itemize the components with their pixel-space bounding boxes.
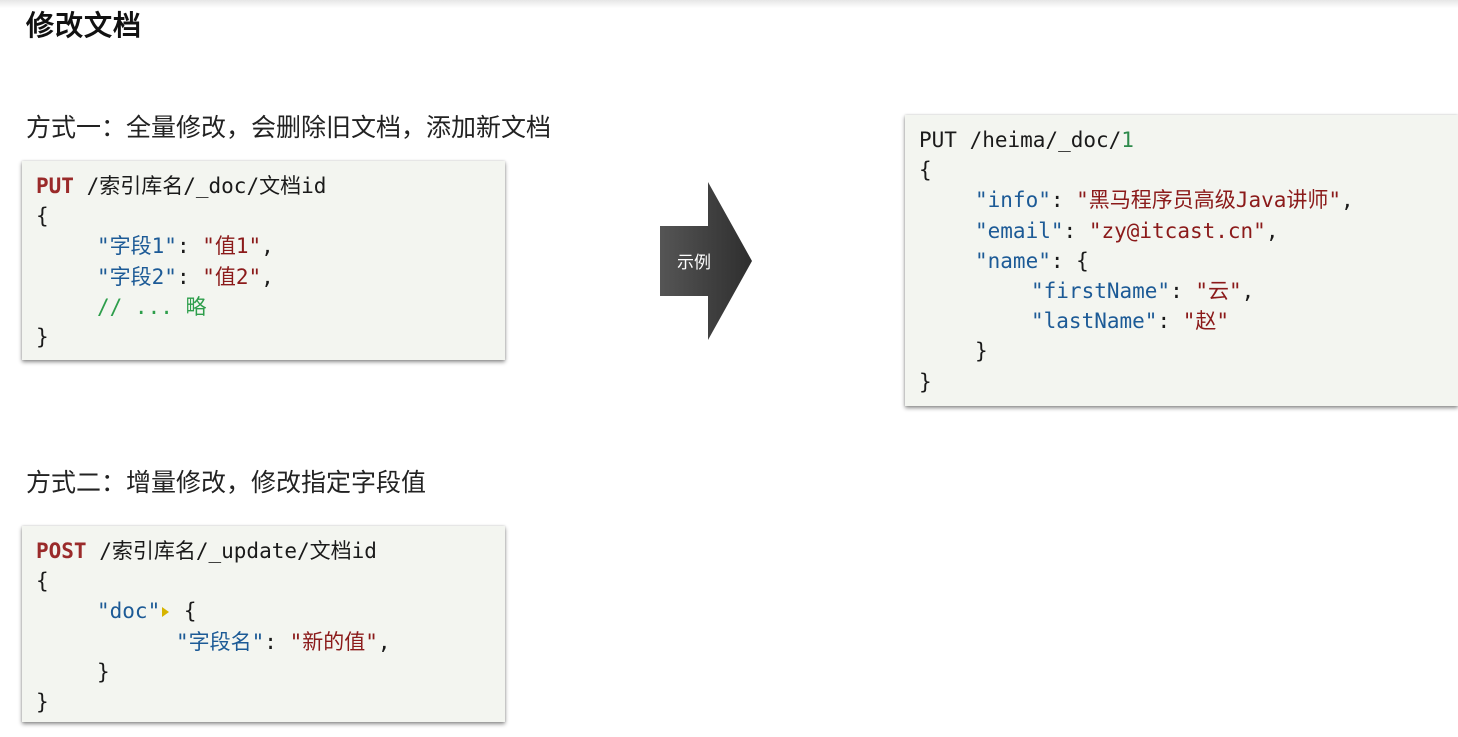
json-value: "值1" xyxy=(202,234,262,259)
code-line: { xyxy=(36,201,491,231)
brace-close: } xyxy=(97,659,110,684)
http-method: POST xyxy=(36,539,87,563)
method2-heading: 方式二：增量修改，修改指定字段值 xyxy=(26,468,427,497)
json-key: "email" xyxy=(975,218,1064,243)
code-line: "doc" { xyxy=(36,596,491,626)
json-value: "zy@itcast.cn" xyxy=(1088,218,1266,243)
json-key: "lastName" xyxy=(1031,309,1158,334)
json-value: "云" xyxy=(1195,278,1242,303)
code-line: // ... 略 xyxy=(36,292,491,322)
json-key: "字段名" xyxy=(176,629,265,654)
json-value: "赵" xyxy=(1182,309,1230,334)
brace-close: } xyxy=(36,324,49,349)
method1-heading: 方式一：全量修改，会删除旧文档，添加新文档 xyxy=(26,113,552,142)
brace-open: { xyxy=(183,599,197,624)
json-key: "firstName" xyxy=(1031,278,1171,303)
code-line: "firstName": "云", xyxy=(1031,278,1255,303)
request-path: /索引库名/_doc/文档id xyxy=(73,174,327,198)
code-line: "email": "zy@itcast.cn", xyxy=(975,218,1279,243)
code-line: } xyxy=(36,322,491,352)
code-line: PUT /heima/_doc/1 xyxy=(919,125,1444,155)
doc-id: 1 xyxy=(1121,128,1134,152)
code-line: { xyxy=(919,155,1444,185)
code-comment: // ... 略 xyxy=(97,294,207,319)
brace-open: { xyxy=(36,569,49,594)
arrow-label: 示例 xyxy=(677,253,711,273)
request-path: /索引库名/_update/文档id xyxy=(86,539,377,563)
json-value: "新的值" xyxy=(289,629,378,654)
method1-code-block: PUT /索引库名/_doc/文档id { "字段1": "值1", "字段2"… xyxy=(22,161,505,360)
method2-code-block: POST /索引库名/_update/文档id { "doc" { "字段名":… xyxy=(22,526,505,722)
code-line: "字段2": "值2", xyxy=(97,264,274,289)
code-line: "lastName": "赵" xyxy=(1031,309,1230,334)
json-value: "值2" xyxy=(202,264,262,289)
code-line: } xyxy=(919,367,1444,397)
brace-close: } xyxy=(919,369,932,394)
code-line: } xyxy=(36,687,491,717)
code-line: POST /索引库名/_update/文档id xyxy=(36,536,491,566)
json-key: "name" xyxy=(975,248,1051,273)
json-key: "字段1" xyxy=(97,234,177,259)
brace-open: { xyxy=(1076,248,1089,273)
json-key: "info" xyxy=(975,188,1051,213)
brace-open: { xyxy=(36,204,49,229)
code-line: } xyxy=(36,657,491,687)
json-key: "doc" xyxy=(97,599,161,624)
json-key: "字段2" xyxy=(97,264,177,289)
page-title: 修改文档 xyxy=(26,9,143,42)
example-code-block: PUT /heima/_doc/1 { "info": "黑马程序员高级Java… xyxy=(905,115,1458,406)
http-method: PUT xyxy=(36,174,74,198)
mouse-cursor-icon xyxy=(162,607,170,618)
code-line: "字段1": "值1", xyxy=(97,234,274,259)
code-line: "字段名": "新的值", xyxy=(176,629,391,654)
brace-close: } xyxy=(975,339,988,364)
code-line: PUT /索引库名/_doc/文档id xyxy=(36,171,491,201)
brace-open: { xyxy=(919,158,932,183)
brace-close: } xyxy=(36,689,49,714)
code-line: } xyxy=(919,336,1444,366)
code-line: "name": { xyxy=(975,248,1089,273)
request-line: PUT /heima/_doc/ xyxy=(919,128,1122,152)
top-shadow-bar xyxy=(0,0,1458,8)
arrow-right-icon xyxy=(660,182,752,340)
code-line: { xyxy=(36,566,491,596)
code-line: "info": "黑马程序员高级Java讲师", xyxy=(975,188,1354,213)
json-value: "黑马程序员高级Java讲师" xyxy=(1076,188,1342,213)
